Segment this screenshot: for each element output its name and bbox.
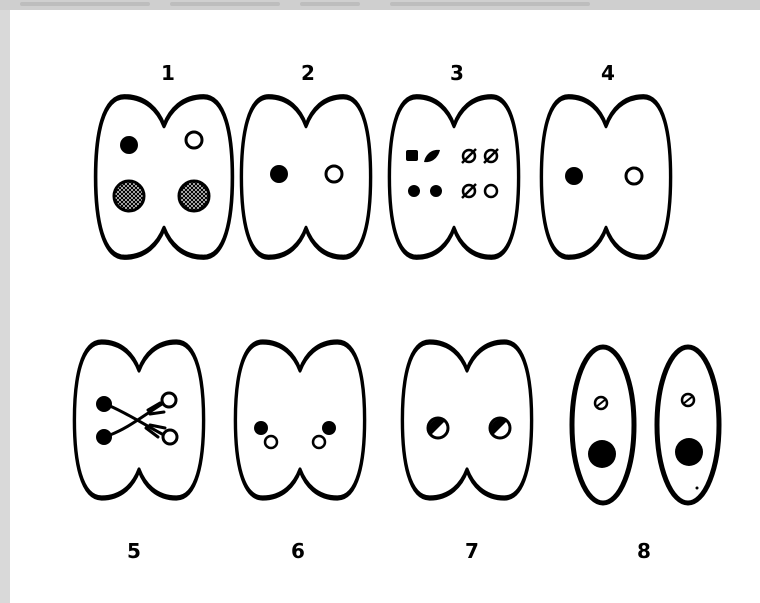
half-nucleus-icon: [428, 418, 448, 438]
stage-label-3: 3: [450, 61, 464, 85]
stage-4-cell: 4: [541, 61, 670, 257]
empty-nucleus-icon: [265, 436, 277, 448]
filled-nucleus-icon: [270, 165, 288, 183]
filled-nucleus-icon: [565, 167, 583, 185]
daughter-cell-right: [657, 347, 719, 503]
empty-nucleus-icon: [626, 168, 642, 184]
filled-nucleus-icon: [96, 396, 112, 412]
empty-nucleus-icon: [163, 430, 177, 444]
stage-label-5: 5: [127, 539, 141, 563]
stage-6-cell: 6: [235, 342, 364, 563]
stage-label-2: 2: [301, 61, 315, 85]
filled-nucleus-icon: [254, 421, 268, 435]
dividing-nuclei-left: [406, 150, 442, 197]
stage-label-7: 7: [465, 539, 479, 563]
daughter-cell-left: [572, 347, 634, 503]
filled-nucleus-icon: [588, 440, 616, 468]
dividing-nuclei-right: [462, 149, 498, 198]
stage-7-cell: 7: [402, 342, 531, 563]
stage-3-cell: 3: [389, 61, 518, 257]
empty-nucleus-icon: [186, 132, 202, 148]
filled-nucleus-icon: [675, 438, 703, 466]
chromatin-nucleus-icon: [179, 181, 209, 211]
stage-1-cell: 1: [96, 61, 233, 257]
stage-5-cell: 5: [74, 342, 203, 563]
crossing-strands: [110, 403, 165, 437]
empty-nucleus-icon: [162, 393, 176, 407]
stage-label-1: 1: [161, 61, 175, 85]
stage-2-cell: 2: [241, 61, 370, 257]
stage-label-4: 4: [601, 61, 615, 85]
chromatin-nucleus-icon: [114, 181, 144, 211]
filled-nucleus-icon: [120, 136, 138, 154]
filled-nucleus-icon: [322, 421, 336, 435]
stage-label-6: 6: [291, 539, 305, 563]
empty-nucleus-icon: [485, 185, 497, 197]
empty-nucleus-icon: [313, 436, 325, 448]
half-nucleus-icon: [490, 418, 510, 438]
filled-nucleus-icon: [96, 429, 112, 445]
stage-8-cells: 8: [572, 347, 719, 563]
empty-nucleus-icon: [326, 166, 342, 182]
stage-label-8: 8: [637, 539, 651, 563]
